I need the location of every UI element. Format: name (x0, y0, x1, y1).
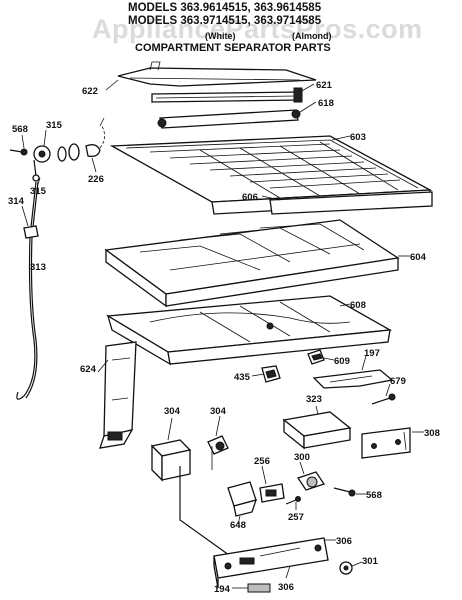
label-315-top: 315 (46, 120, 63, 131)
label-608: 608 (350, 300, 366, 311)
label-568-right: 568 (366, 490, 382, 501)
label-257: 257 (288, 512, 304, 523)
part-300-thermostat (296, 471, 326, 491)
label-313: 313 (30, 262, 46, 273)
color-white: (White) (205, 31, 236, 41)
part-568-screw-right (333, 487, 356, 497)
label-606: 606 (242, 192, 258, 203)
part-315-knob-assembly (32, 143, 80, 182)
part-308-bracket (361, 427, 411, 459)
label-306-bottom: 306 (278, 582, 294, 593)
part-618-bar (157, 109, 301, 129)
part-568-screw (9, 148, 28, 156)
label-609: 609 (334, 356, 350, 367)
part-624-duct (99, 341, 137, 449)
part-608-lower-pan (105, 295, 393, 366)
part-323-housing (282, 411, 352, 450)
part-194-connector (247, 583, 271, 593)
diagram-title: COMPARTMENT SEPARATOR PARTS (135, 42, 331, 54)
part-197-bracket (312, 369, 394, 389)
label-323: 323 (306, 394, 322, 405)
label-624: 624 (80, 364, 97, 375)
part-257-screw (285, 496, 301, 505)
color-almond: (Almond) (292, 31, 332, 41)
label-194: 194 (214, 584, 231, 595)
models-line-1: MODELS 363.9614515, 363.9614585 (128, 2, 322, 14)
part-648-socket (227, 481, 258, 517)
label-648: 648 (230, 520, 246, 531)
label-304-b: 304 (210, 406, 227, 417)
part-306-main-bracket (213, 537, 329, 589)
label-226: 226 (88, 174, 104, 185)
label-300: 300 (294, 452, 310, 463)
part-609-knob (307, 349, 325, 365)
label-604: 604 (410, 252, 427, 263)
part-313-cable (16, 181, 39, 400)
part-622-trim-strip (117, 61, 317, 87)
part-301-nut (339, 561, 353, 575)
label-568-left: 568 (12, 124, 28, 135)
label-306-right: 306 (336, 536, 352, 547)
label-304-a: 304 (164, 406, 181, 417)
part-604-separator-pan (104, 219, 400, 308)
part-labels: 622 621 618 568 315 315 226 603 606 314 … (8, 80, 440, 595)
label-618: 618 (318, 98, 334, 109)
label-679: 679 (390, 376, 406, 387)
label-197: 197 (364, 348, 380, 359)
label-315-bottom: 315 (30, 186, 47, 197)
part-603-shelf (109, 135, 433, 215)
label-308: 308 (424, 428, 440, 439)
label-314: 314 (8, 196, 25, 207)
leader-lines (21, 79, 424, 589)
part-256-switch (259, 483, 285, 503)
part-226-clip (85, 117, 105, 158)
label-622: 622 (82, 86, 98, 97)
label-256: 256 (254, 456, 270, 467)
watermark: AppliancePartsPros.com (92, 14, 423, 44)
label-621: 621 (316, 80, 333, 91)
models-line-2: MODELS 363.9714515, 363.9714585 (128, 15, 322, 27)
part-621-rail (151, 87, 303, 103)
label-603: 603 (350, 132, 366, 143)
part-679-screw (371, 393, 396, 405)
label-435: 435 (234, 372, 251, 383)
part-435-knob (261, 365, 281, 383)
part-314-clamp (23, 225, 39, 239)
part-304-module (150, 439, 192, 482)
label-301: 301 (362, 556, 379, 567)
part-304-knob (207, 435, 229, 455)
